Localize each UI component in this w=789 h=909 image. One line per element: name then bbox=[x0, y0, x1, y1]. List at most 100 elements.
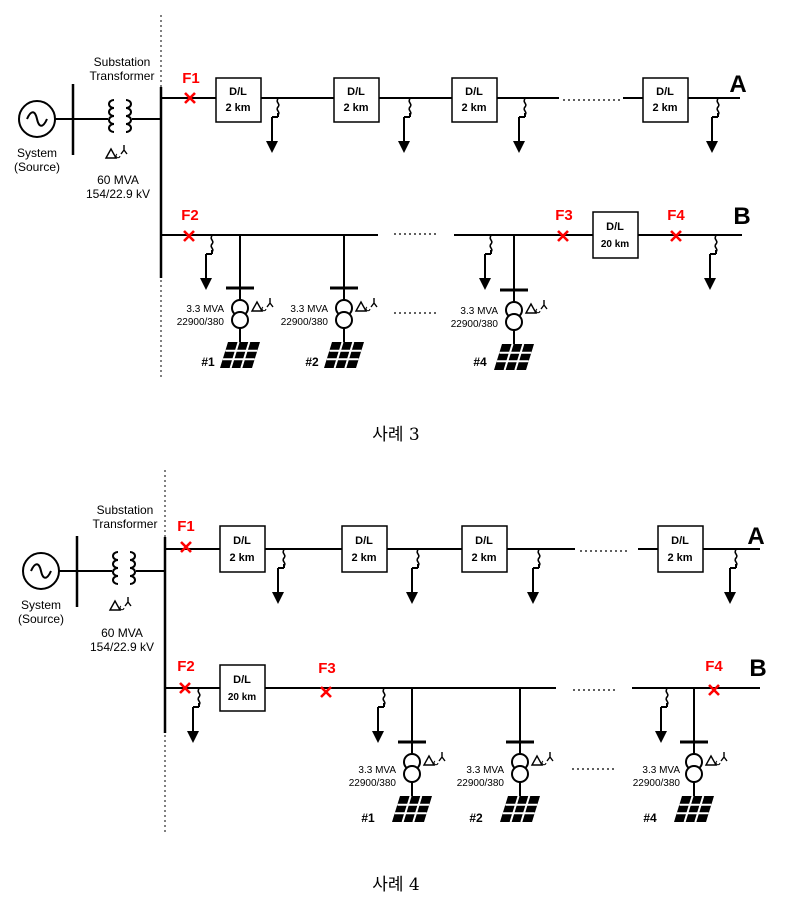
transformer-coil-icon bbox=[112, 551, 136, 585]
source-label-line1: System bbox=[17, 146, 57, 160]
transformer-coil-icon bbox=[108, 99, 132, 133]
pv-panel-icon bbox=[391, 795, 433, 823]
load-arrow-icon bbox=[405, 549, 420, 605]
dl-box: D/L 2 km bbox=[215, 77, 262, 123]
load-arrow-icon bbox=[271, 549, 286, 605]
fault-marker bbox=[707, 683, 721, 697]
feeder-b: D/L 20 km B 3.3 MVA 22900/380 #1 bbox=[161, 203, 751, 371]
pv-unit: 3.3 MVA 22900/380 #1 bbox=[349, 688, 446, 825]
pv-id: #2 bbox=[469, 811, 483, 825]
pv-rating-mva: 3.3 MVA bbox=[358, 765, 396, 776]
pv-unit: 3.3 MVA 22900/380 #4 bbox=[451, 235, 548, 371]
delta-wye-icon bbox=[531, 751, 554, 766]
feeder-b-label: B bbox=[749, 655, 766, 682]
pv-rating-mva: 3.3 MVA bbox=[460, 306, 498, 317]
dl-box: D/L 2 km bbox=[642, 77, 689, 123]
dl-box: D/L 2 km bbox=[657, 525, 704, 573]
dl-length: 2 km bbox=[351, 552, 376, 564]
ac-source-icon bbox=[22, 552, 60, 590]
fault-marker bbox=[179, 540, 193, 554]
pv-panel-icon bbox=[493, 343, 535, 371]
fault-label-f4: F4 bbox=[705, 658, 723, 675]
dl-box: D/L 20 km bbox=[219, 664, 266, 712]
pv-transformer-icon bbox=[335, 299, 353, 329]
dl-label: D/L bbox=[465, 86, 483, 98]
dl-box: D/L 2 km bbox=[333, 77, 380, 123]
pv-transformer-icon bbox=[505, 301, 523, 331]
pv-panel-icon bbox=[499, 795, 541, 823]
dl-length: 2 km bbox=[652, 102, 677, 114]
pv-id: #1 bbox=[361, 811, 375, 825]
delta-wye-icon bbox=[705, 751, 728, 766]
pv-rating-voltage: 22900/380 bbox=[457, 778, 505, 789]
dl-box: D/L 2 km bbox=[219, 525, 266, 573]
load-arrow-icon bbox=[654, 688, 669, 744]
dl-label: D/L bbox=[347, 86, 365, 98]
load-arrow-icon bbox=[397, 98, 412, 154]
load-arrow-icon bbox=[186, 688, 201, 744]
pv-rating-voltage: 22900/380 bbox=[349, 778, 397, 789]
transformer-label-line1: Substation bbox=[94, 55, 151, 69]
source-label-line2: (Source) bbox=[14, 160, 60, 174]
dl-length: 20 km bbox=[601, 239, 629, 250]
dl-label: D/L bbox=[355, 535, 373, 547]
dl-label: D/L bbox=[229, 86, 247, 98]
transformer-rating-line2: 154/22.9 kV bbox=[86, 187, 150, 201]
pv-id: #4 bbox=[473, 355, 487, 369]
transformer-label-line2: Transformer bbox=[93, 517, 158, 531]
pv-panel-icon bbox=[323, 341, 365, 369]
load-arrow-icon bbox=[371, 688, 386, 744]
load-arrow-icon bbox=[703, 235, 718, 291]
fault-label-f2: F2 bbox=[181, 207, 199, 224]
feeder-b-label: B bbox=[733, 203, 750, 230]
fault-label-f1: F1 bbox=[177, 518, 195, 535]
feeder-b: D/L 20 km B 3.3 MVA 22900/380 #1 bbox=[165, 655, 767, 825]
transformer-rating-line1: 60 MVA bbox=[97, 173, 139, 187]
dl-length: 2 km bbox=[229, 552, 254, 564]
pv-transformer-icon bbox=[511, 753, 529, 783]
pv-transformer-icon bbox=[231, 299, 249, 329]
load-arrow-icon bbox=[723, 549, 738, 605]
pv-id: #4 bbox=[643, 811, 657, 825]
pv-panel-icon bbox=[673, 795, 715, 823]
dl-length: 20 km bbox=[228, 692, 256, 703]
dl-length: 2 km bbox=[461, 102, 486, 114]
dl-length: 2 km bbox=[225, 102, 250, 114]
dl-box: D/L 2 km bbox=[461, 525, 508, 573]
pv-rating-mva: 3.3 MVA bbox=[642, 765, 680, 776]
load-arrow-icon bbox=[512, 98, 527, 154]
case-caption: 사례 3 bbox=[372, 425, 420, 445]
pv-rating-mva: 3.3 MVA bbox=[466, 765, 504, 776]
dl-box: D/L 20 km bbox=[592, 211, 639, 259]
delta-wye-icon bbox=[525, 299, 548, 314]
transformer-label-line2: Transformer bbox=[90, 69, 155, 83]
pv-rating-voltage: 22900/380 bbox=[451, 319, 499, 330]
dl-length: 2 km bbox=[471, 552, 496, 564]
transformer-rating-line1: 60 MVA bbox=[101, 626, 143, 640]
pv-unit: 3.3 MVA 22900/380 #2 bbox=[281, 235, 378, 369]
load-arrow-icon bbox=[705, 98, 720, 154]
fault-label-f2: F2 bbox=[177, 658, 195, 675]
fault-label-f1: F1 bbox=[182, 70, 200, 87]
fault-label-f4: F4 bbox=[667, 207, 685, 224]
pv-rating-mva: 3.3 MVA bbox=[186, 304, 224, 315]
feeder-a-label: A bbox=[729, 71, 746, 98]
dl-label: D/L bbox=[233, 674, 251, 686]
delta-wye-icon bbox=[105, 144, 128, 159]
pv-unit: 3.3 MVA 22900/380 #2 bbox=[457, 688, 554, 825]
dl-box: D/L 2 km bbox=[451, 77, 498, 123]
delta-wye-icon bbox=[251, 297, 274, 312]
dl-label: D/L bbox=[233, 535, 251, 547]
load-arrow-icon bbox=[478, 235, 493, 291]
fault-label-f3: F3 bbox=[318, 660, 336, 677]
fault-label-f3: F3 bbox=[555, 207, 573, 224]
load-arrow-icon bbox=[199, 235, 214, 291]
ac-source-icon bbox=[18, 100, 56, 138]
pv-rating-voltage: 22900/380 bbox=[177, 317, 225, 328]
dl-label: D/L bbox=[671, 535, 689, 547]
case-caption: 사례 4 bbox=[372, 875, 420, 895]
pv-rating-mva: 3.3 MVA bbox=[290, 304, 328, 315]
source-label-line1: System bbox=[21, 598, 61, 612]
delta-wye-icon bbox=[423, 751, 446, 766]
